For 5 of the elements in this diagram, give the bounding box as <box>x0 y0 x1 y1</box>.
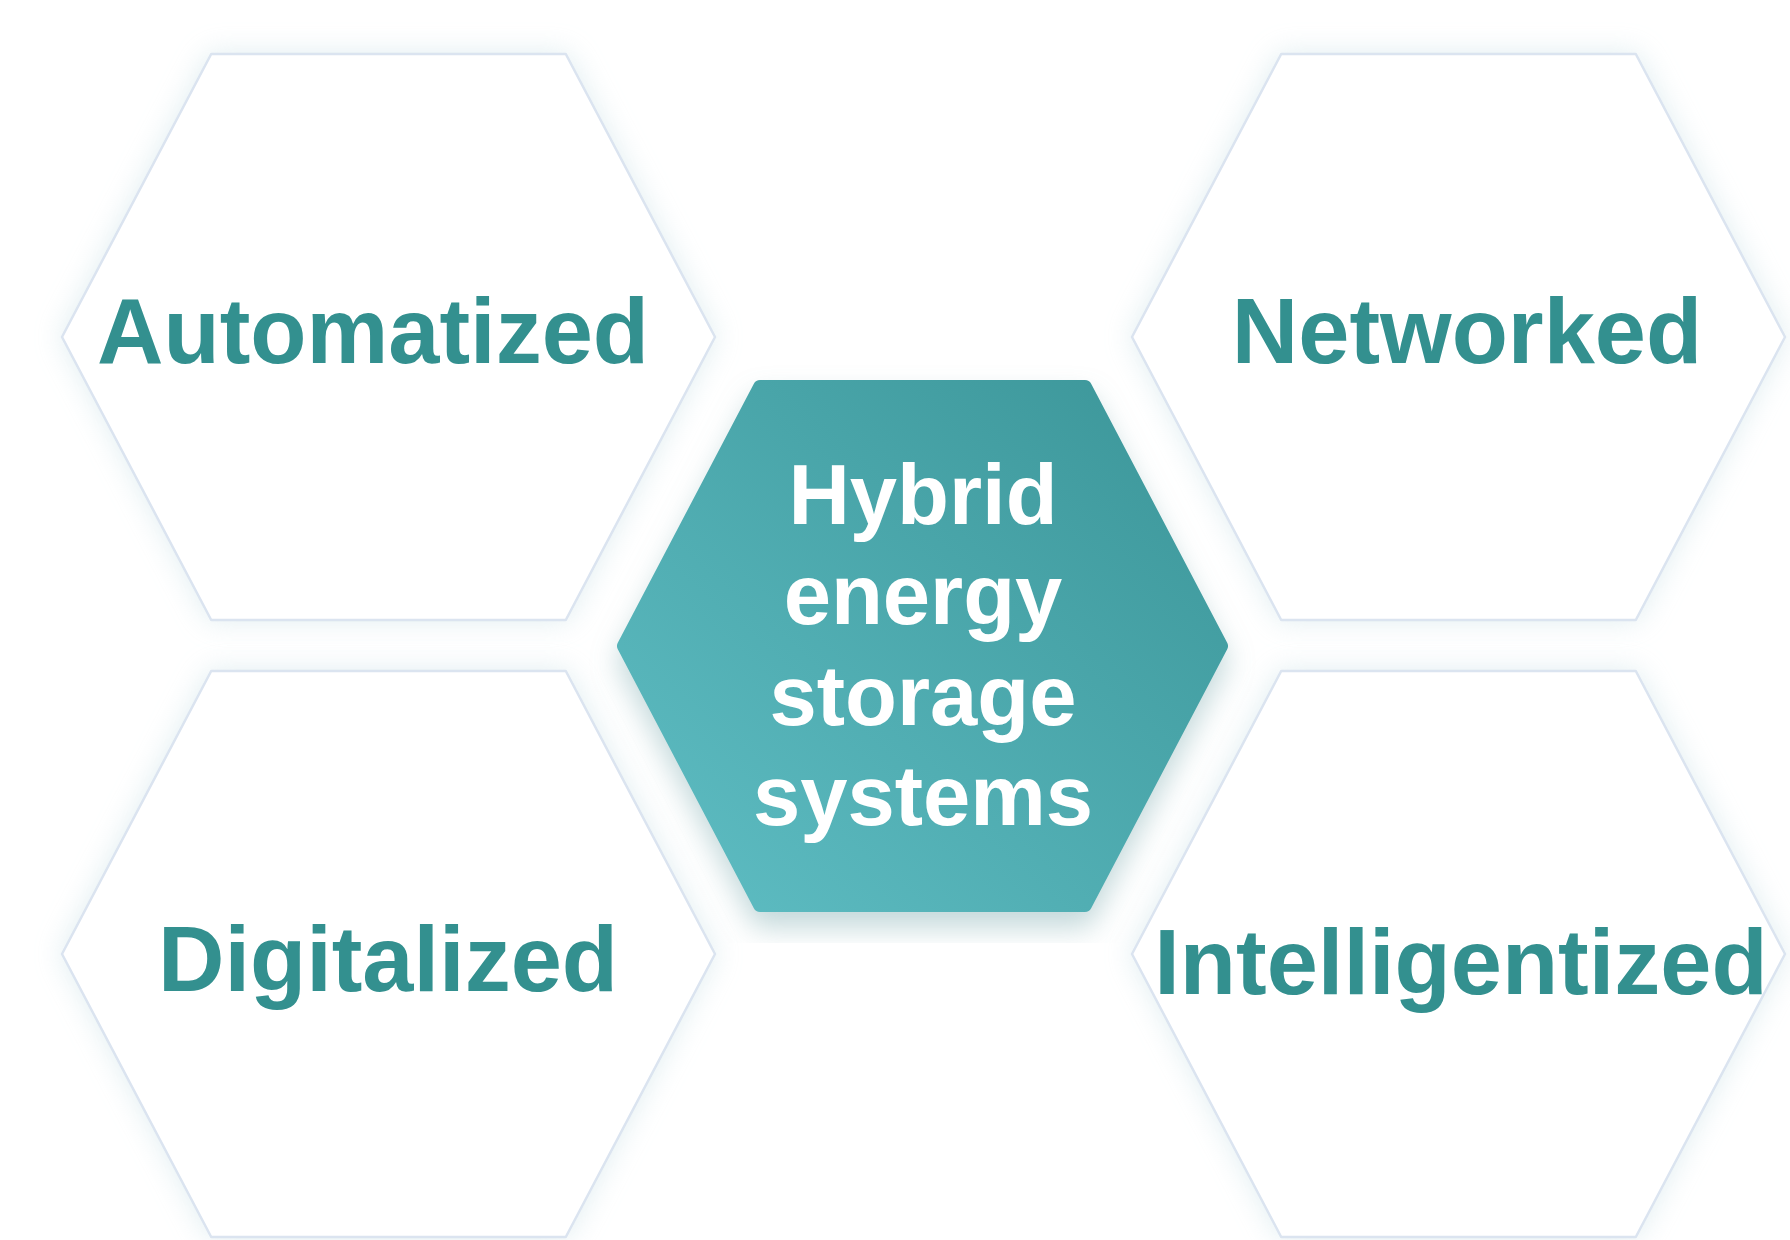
hexagon-label: Networked <box>1231 278 1703 384</box>
hexagon-label: Hybrid energy storage systems <box>751 446 1095 846</box>
hexagon-label: Automatized <box>97 278 649 384</box>
hexagon-label: Intelligentized <box>1154 909 1768 1015</box>
hexagon-label: Digitalized <box>158 906 618 1012</box>
